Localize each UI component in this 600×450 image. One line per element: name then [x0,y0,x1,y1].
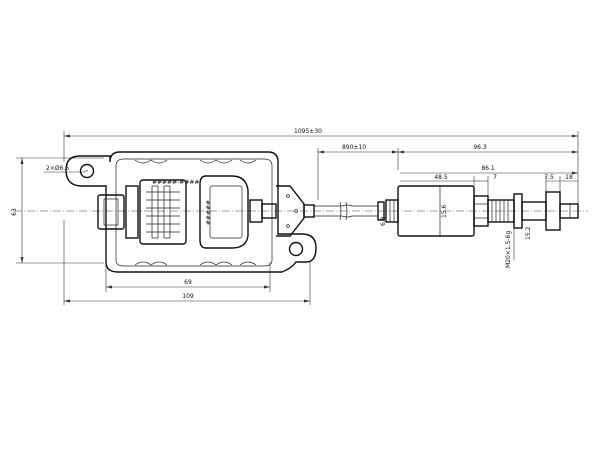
mounting-hole-right [288,241,304,257]
hex-length-label: 7 [493,174,497,181]
tip-length-a-label: 7.5 [544,174,554,181]
connector-width-label: 69 [184,279,192,286]
height-dimension: 63 [11,157,104,264]
module-width-dimension: 109 [63,220,311,305]
probe-body-length-label: 48.5 [434,174,448,181]
threaded-section: M20×1.5-6g [487,193,523,268]
sensor-probe: 15.6 [397,185,489,237]
connector-width-dimension: 69 [105,240,271,292]
socket-part-label: ##### [204,200,211,225]
probe-length-label: 96.3 [473,144,487,151]
tip-diameter-label: 15.2 [525,226,532,240]
module-width-label: 109 [182,293,194,300]
connector-part-label: #####-#### [152,179,199,186]
sensor-cable: 6.8 [314,199,399,226]
mounting-hole-left [79,163,95,179]
height-label: 63 [11,208,18,216]
probe-length-dimension: 96.3 [397,144,578,170]
hole-spec-callout: 2×Ø6.6 [44,165,89,173]
cable-strain-relief [276,185,315,237]
thread-spec-label: M20×1.5-6g [505,231,512,268]
tip-length-b-label: 18 [565,174,573,181]
sensor-tip: 15.2 [521,191,579,240]
electrical-connector: #####-#### [97,179,199,245]
overall-length-label: 1095±30 [294,128,322,135]
probe-diameter-label: 15.6 [441,204,448,218]
cable-socket: ##### [199,175,277,249]
probe-sub-length-label: 86.1 [481,165,495,172]
cable-height-label: 6.8 [380,216,387,226]
cable-length-dimension: 890±10 [317,144,398,200]
probe-sub-length-dimension: 86.1 [400,165,578,175]
cable-length-label: 890±10 [342,144,366,151]
control-module [65,151,317,273]
hole-spec-label: 2×Ø6.6 [46,165,69,172]
overall-length-dimension: 1095±30 [63,128,579,203]
